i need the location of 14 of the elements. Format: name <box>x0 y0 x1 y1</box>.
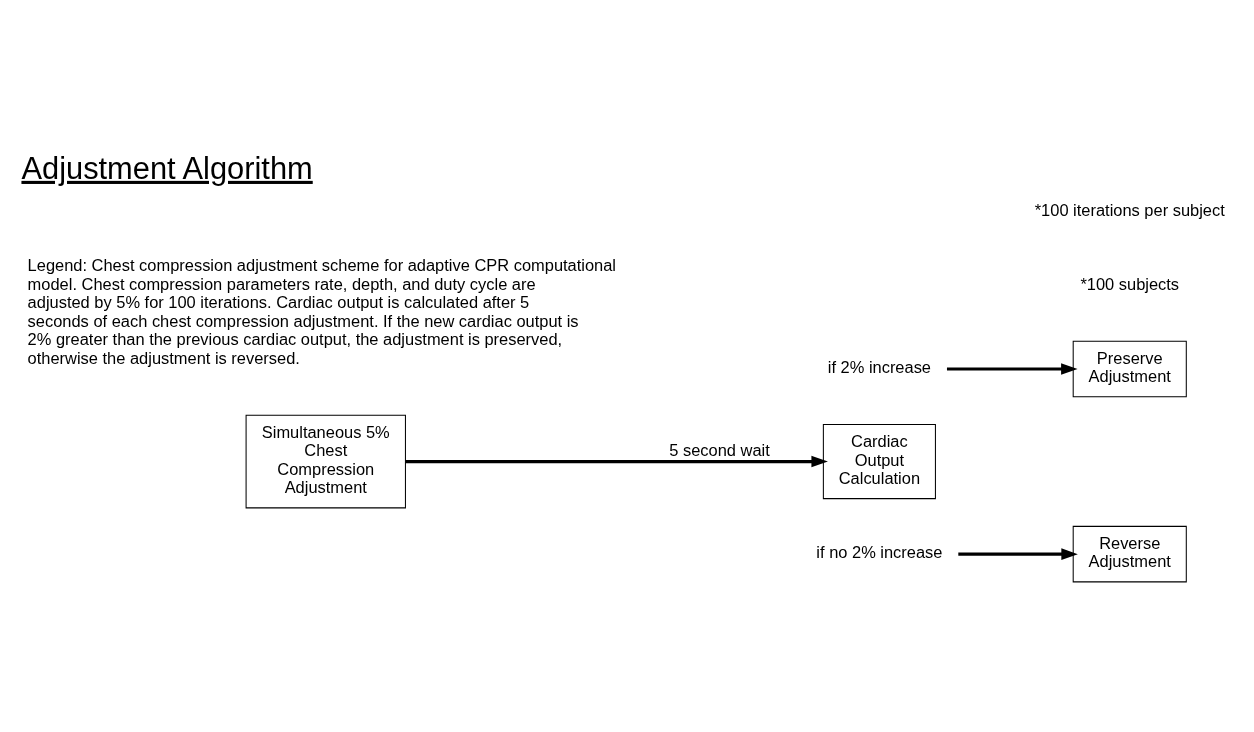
node-box: Reverse Adjustment <box>1072 525 1187 582</box>
arrow <box>946 362 1078 375</box>
label: *100 iterations per subject <box>1034 200 1225 219</box>
arrow <box>405 455 828 467</box>
edge-label: 5 second wait <box>669 440 770 459</box>
node-box: Simultaneous 5% Chest Compression Adjustment <box>245 414 406 508</box>
label: *100 subjects <box>1080 274 1180 293</box>
node-text: if no 2% increase <box>816 542 943 561</box>
node-box: Cardiac Output Calculation <box>822 423 936 499</box>
node-text: if 2% increase <box>827 357 932 376</box>
arrow <box>958 547 1078 560</box>
caption: Legend: Chest compression adjustment scheme for adaptive CPR computational model. Chest compression parameters rate, depth, and duty cycle are adjusted by 5% for 100 iterations. Cardiac output is calculated after 5 seconds of each chest compression adjustment. If the new cardiac output is 2% greater than the previous cardiac output, the adjustment is preserved, otherwise the adjustment is reversed. <box>27 255 617 367</box>
node-box: Preserve Adjustment <box>1072 340 1187 397</box>
diagram-title: Adjustment Algorithm <box>21 150 313 186</box>
